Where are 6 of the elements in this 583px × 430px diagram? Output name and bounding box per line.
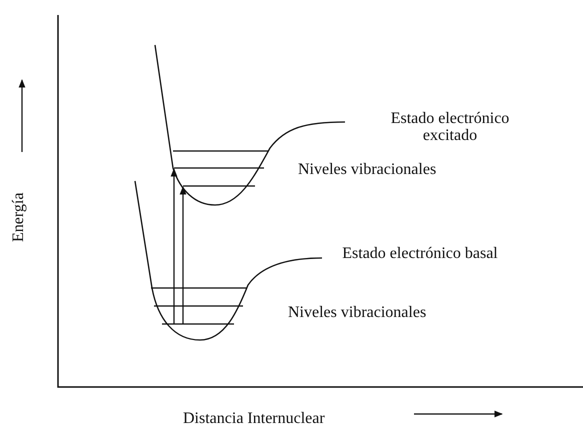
state-label: Estado electrónico excitado [390,110,510,144]
axis-title: Energía [10,192,27,242]
level-label: Niveles vibracionales [288,304,426,321]
axis-title: Distancia Internuclear [183,410,325,427]
level-label: Niveles vibracionales [298,161,436,178]
state-label: Estado electrónico basal [341,245,499,262]
